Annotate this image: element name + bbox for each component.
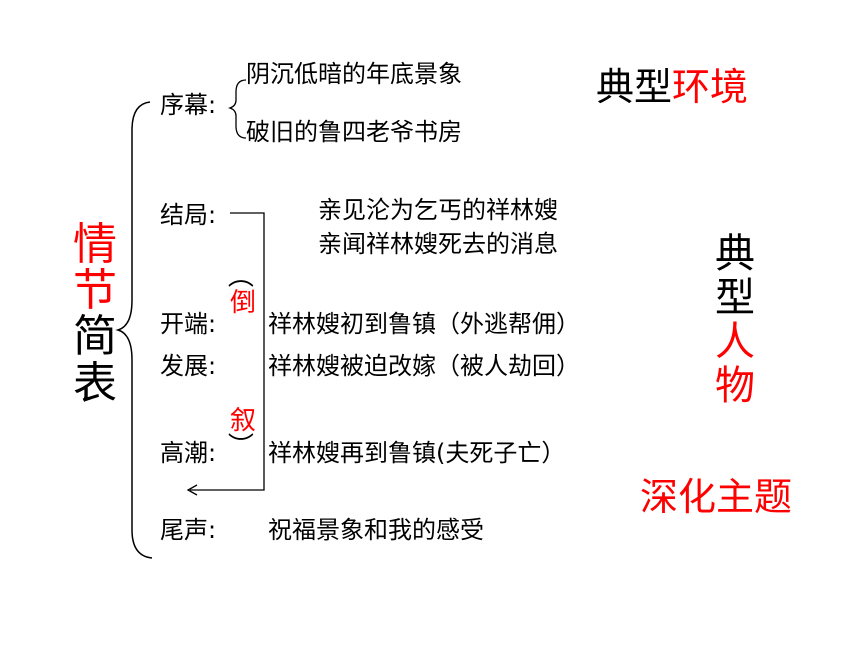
- ending-text-2: 亲闻祥林嫂死去的消息: [318, 230, 558, 258]
- flashback-char-1: 倒: [230, 288, 257, 318]
- typical-environment-red: 环境: [672, 65, 749, 109]
- deepen-theme: 深化主题: [640, 475, 793, 519]
- typical-character: 典 型 人 物: [712, 232, 758, 408]
- prologue-item-2: 破旧的鲁四老爷书房: [246, 118, 462, 146]
- climax-label: 高潮:: [160, 439, 217, 467]
- opening-label: 开端:: [160, 310, 217, 338]
- ending-text-1: 亲见沦为乞丐的祥林嫂: [318, 196, 558, 224]
- main-brace: [115, 101, 153, 559]
- typical-character-char-4: 物: [715, 363, 755, 409]
- plot-summary-title: 情 节 简 表: [70, 219, 120, 409]
- prologue-brace: [227, 79, 247, 139]
- climax-text: 祥林嫂再到鲁镇(夫死子亡）: [268, 439, 566, 467]
- epilogue-label: 尾声:: [160, 516, 217, 544]
- title-char-2: 节: [73, 265, 117, 317]
- typical-character-char-3: 人: [715, 319, 755, 365]
- opening-text: 祥林嫂初到鲁镇（外逃帮佣）: [268, 310, 580, 338]
- typical-character-char-2: 型: [715, 275, 755, 321]
- title-char-1: 情: [73, 219, 117, 270]
- flashback-arrowhead: [186, 484, 198, 496]
- typical-character-char-1: 典: [715, 231, 755, 277]
- flashback-char-2: 叙: [230, 406, 257, 436]
- title-char-4: 表: [73, 357, 117, 409]
- prologue-item-1: 阴沉低暗的年底景象: [246, 60, 462, 88]
- flashback-close-paren: ）: [224, 431, 255, 459]
- title-char-3: 简: [73, 311, 117, 363]
- prologue-label: 序幕:: [160, 91, 217, 119]
- epilogue-text: 祝福景象和我的感受: [268, 516, 484, 544]
- ending-label: 结局:: [160, 201, 217, 229]
- flashback-line: [190, 212, 265, 491]
- development-text: 祥林嫂被迫改嫁（被人劫回）: [268, 352, 580, 380]
- typical-environment: 典型环境: [596, 68, 748, 106]
- development-label: 发展:: [160, 352, 217, 380]
- flashback-open-paren: （: [224, 261, 255, 289]
- typical-environment-black: 典型: [596, 65, 673, 109]
